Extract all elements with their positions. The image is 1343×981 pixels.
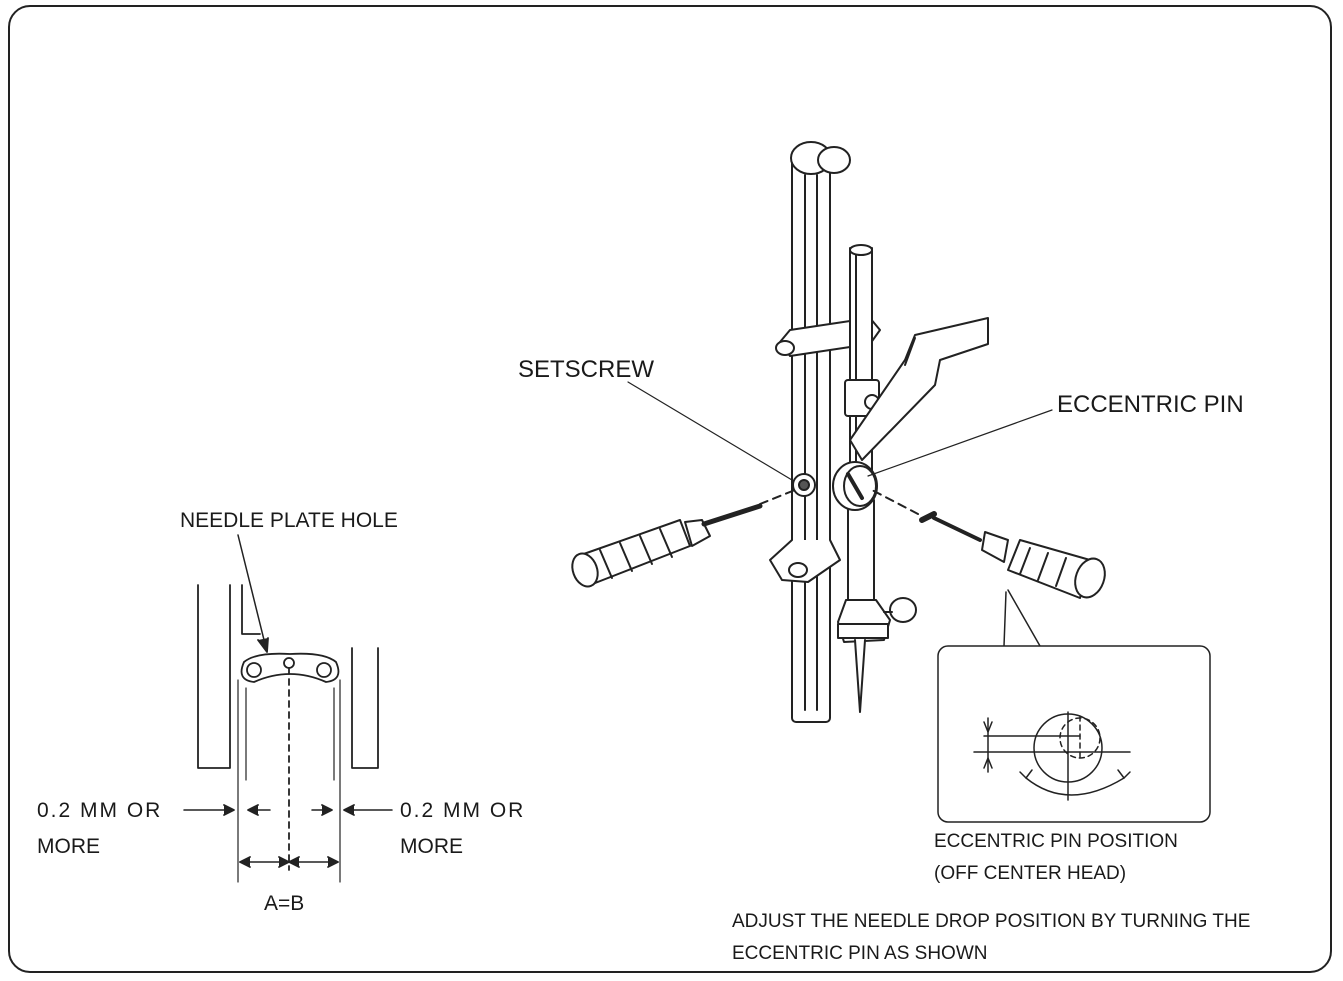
needle-bar-arm (849, 317, 989, 461)
left-clearance-label-1: 0.2 MM OR (37, 799, 163, 822)
needle-plate-detail (183, 534, 393, 883)
needle-bar-frame (769, 141, 881, 723)
instruction-line-2: ECCENTRIC PIN AS SHOWN (732, 943, 988, 964)
right-screwdriver (919, 511, 1106, 599)
right-clearance-label-2: MORE (400, 835, 463, 858)
detail-box (937, 645, 1211, 823)
left-alignment-line (759, 489, 796, 505)
needle-plate-hole-label: NEEDLE PLATE HOLE (180, 509, 398, 532)
setscrew-label: SETSCREW (518, 356, 655, 383)
right-clearance-label-1: 0.2 MM OR (400, 799, 526, 822)
pin-position-label-2: (OFF CENTER HEAD) (934, 863, 1127, 884)
instruction-line-1: ADJUST THE NEEDLE DROP POSITION BY TURNI… (732, 911, 1251, 932)
diagram-frame (8, 5, 1332, 973)
eccentric-pin-label: ECCENTRIC PIN (1057, 391, 1244, 418)
eccentric-pin-head (832, 461, 878, 511)
setscrew-head (792, 473, 816, 497)
left-clearance-label-2: MORE (37, 835, 100, 858)
pin-position-label-1: ECCENTRIC PIN POSITION (934, 831, 1178, 852)
setscrew-leader (627, 381, 793, 481)
right-alignment-line (871, 489, 919, 515)
a-equals-b-label: A=B (264, 892, 305, 915)
detail-callout-pointer (1003, 589, 1041, 647)
eccentric-pin-detail (973, 711, 1131, 801)
eccentric-pin-leader (867, 409, 1053, 477)
left-screwdriver (571, 503, 763, 588)
